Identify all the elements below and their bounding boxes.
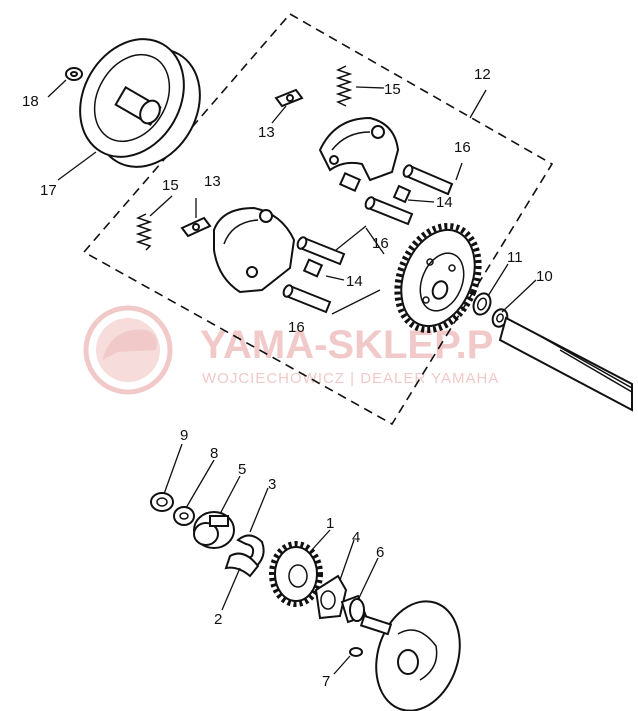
callout-1: 1 bbox=[326, 515, 334, 532]
callout-14-upper: 14 bbox=[436, 194, 453, 211]
callout-18: 18 bbox=[22, 93, 39, 110]
crankshaft bbox=[498, 316, 633, 412]
collar-14-lower bbox=[302, 258, 324, 278]
callout-16-b: 16 bbox=[372, 235, 389, 252]
key-7 bbox=[349, 647, 363, 657]
callout-16-a: 16 bbox=[454, 139, 471, 156]
callout-6: 6 bbox=[376, 544, 384, 561]
pin-16-c bbox=[296, 236, 346, 266]
gear-1 bbox=[269, 541, 323, 607]
callout-labels: 1 2 3 4 5 6 7 8 9 10 11 12 13 13 14 14 1… bbox=[22, 66, 553, 690]
bushing-6 bbox=[340, 594, 368, 624]
plate-13-upper bbox=[274, 88, 304, 108]
callout-10: 10 bbox=[536, 268, 553, 285]
drive-plate bbox=[359, 600, 461, 711]
callout-12: 12 bbox=[474, 66, 491, 83]
clutch-shoe-lower bbox=[213, 206, 296, 294]
callout-15-upper: 15 bbox=[384, 81, 401, 98]
callout-3: 3 bbox=[268, 476, 276, 493]
spacer-2 bbox=[224, 552, 260, 578]
callout-15-lower: 15 bbox=[162, 177, 179, 194]
callout-8: 8 bbox=[210, 445, 218, 462]
collar-14-upper bbox=[338, 171, 412, 204]
callout-4: 4 bbox=[352, 529, 360, 546]
callout-13-lower: 13 bbox=[204, 173, 221, 190]
callout-5: 5 bbox=[238, 461, 246, 478]
callout-2: 2 bbox=[214, 611, 222, 628]
nut-9 bbox=[150, 492, 174, 512]
leader-lines bbox=[47, 79, 537, 675]
clutch-shoe-upper bbox=[318, 116, 400, 182]
washer-11 bbox=[472, 292, 492, 316]
washer-18 bbox=[65, 67, 83, 81]
pin-16-b bbox=[364, 196, 414, 226]
primary-drive-gear bbox=[394, 222, 482, 334]
pin-16-a bbox=[402, 164, 454, 196]
pin-16-d bbox=[282, 284, 332, 314]
callout-9: 9 bbox=[180, 427, 188, 444]
spring-15-upper bbox=[335, 65, 353, 107]
callout-16-c: 16 bbox=[288, 319, 305, 336]
helmet-logo-icon bbox=[83, 305, 173, 395]
callout-7: 7 bbox=[322, 673, 330, 690]
clutch-assembly-boundary bbox=[82, 12, 554, 426]
callout-17: 17 bbox=[40, 182, 57, 199]
watermark-subtitle: WOJCIECHOWICZ | DEALER YAMAHA bbox=[202, 370, 499, 387]
callout-11: 11 bbox=[507, 249, 523, 266]
callout-14-lower: 14 bbox=[346, 273, 363, 290]
callout-13-upper: 13 bbox=[258, 124, 275, 141]
washer-8 bbox=[173, 506, 195, 526]
one-way-clutch-5 bbox=[193, 511, 235, 549]
plate-13-lower bbox=[180, 216, 212, 238]
clutch-housing-17 bbox=[79, 38, 201, 168]
spring-15-lower bbox=[135, 213, 153, 251]
